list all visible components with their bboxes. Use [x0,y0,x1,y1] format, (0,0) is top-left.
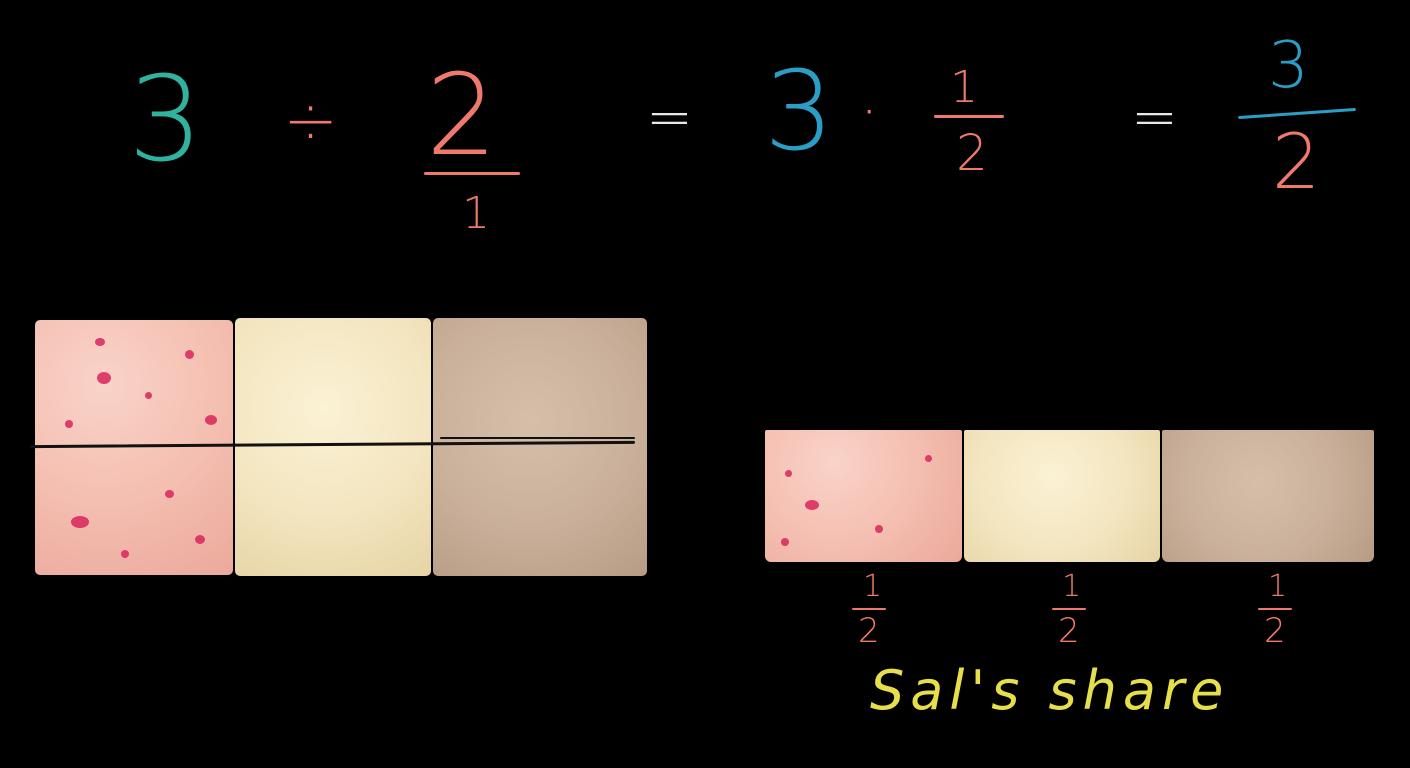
whole-cube-tan [433,318,647,576]
half-label-3-numerator: 1 [1268,569,1288,604]
half-piece-cream [964,430,1160,562]
dot-operator: · [860,77,879,145]
reciprocal-numerator: 1 [950,62,978,113]
reciprocal-denominator: 2 [956,124,988,182]
half-label-3-denominator: 2 [1264,611,1286,651]
divisor-fraction-bar [424,172,520,175]
half-piece-tan [1162,430,1374,562]
equals-sign-2: = [1131,85,1178,150]
half-label-3-bar [1258,608,1292,610]
half-label-2-denominator: 2 [1058,611,1080,651]
half-label-1-numerator: 1 [863,569,883,604]
half-label-1-denominator: 2 [858,611,880,651]
result-denominator: 2 [1272,117,1321,206]
half-label-2-bar [1052,608,1086,610]
share-caption: Sal's share [870,659,1230,722]
half-piece-pink [765,430,962,562]
divisor-denominator: 1 [462,188,490,239]
divisor-numerator: 2 [426,51,498,181]
half-label-2-numerator: 1 [1062,569,1082,604]
reciprocal-fraction-bar [934,115,1004,118]
half-label-1-bar [852,608,886,610]
product-left: 3 [764,47,834,175]
tie-string-2 [440,437,635,439]
whole-cube-cream [235,318,431,576]
equals-sign-1: = [646,85,693,150]
dividend: 3 [128,50,204,188]
divide-sign: ÷ [283,82,339,159]
result-numerator: 3 [1268,29,1309,103]
